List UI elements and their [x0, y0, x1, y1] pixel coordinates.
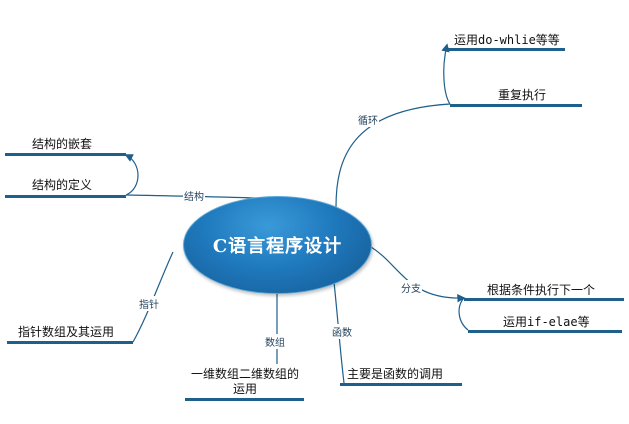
topic-function-call-underline: [340, 383, 462, 386]
link-struct-sub: [124, 154, 139, 196]
topic-pointer-array-underline: [7, 341, 133, 344]
link-loop-sub: [441, 43, 451, 105]
topic-array-usage-underline: [185, 398, 304, 401]
branch-label-struct[interactable]: 结构: [183, 188, 205, 203]
central-topic[interactable]: C语言程序设计: [183, 196, 372, 294]
link-center-loop: [335, 103, 451, 208]
branch-label-pointer[interactable]: 指针: [138, 296, 160, 311]
topic-if-else-underline: [468, 330, 622, 333]
topic-do-while[interactable]: 运用do-whlie等等: [454, 33, 560, 47]
topic-repeat[interactable]: 重复执行: [498, 88, 547, 102]
topic-conditional-exec-underline: [464, 298, 624, 301]
topic-struct-definition[interactable]: 结构的定义: [32, 178, 93, 192]
topic-array-usage[interactable]: 一维数组二维数组的运用: [190, 367, 299, 396]
branch-label-loop[interactable]: 循环: [357, 112, 379, 127]
central-topic-label: C语言程序设计: [212, 236, 343, 257]
link-branch-sub: [458, 297, 469, 331]
branch-label-branch[interactable]: 分支: [400, 280, 422, 295]
topic-repeat-underline: [450, 104, 582, 107]
branch-label-function[interactable]: 函数: [331, 324, 353, 339]
topic-struct-nesting[interactable]: 结构的嵌套: [32, 137, 93, 151]
topic-if-else[interactable]: 运用if-elae等: [503, 315, 590, 329]
topic-struct-definition-underline: [5, 195, 126, 198]
topic-pointer-array[interactable]: 指针数组及其运用: [18, 325, 115, 339]
topic-struct-nesting-underline: [5, 153, 126, 156]
branch-label-array[interactable]: 数组: [264, 334, 286, 349]
topic-function-call[interactable]: 主要是函数的调用: [347, 367, 444, 381]
topic-do-while-underline: [447, 48, 565, 51]
topic-conditional-exec[interactable]: 根据条件执行下一个: [487, 283, 596, 297]
